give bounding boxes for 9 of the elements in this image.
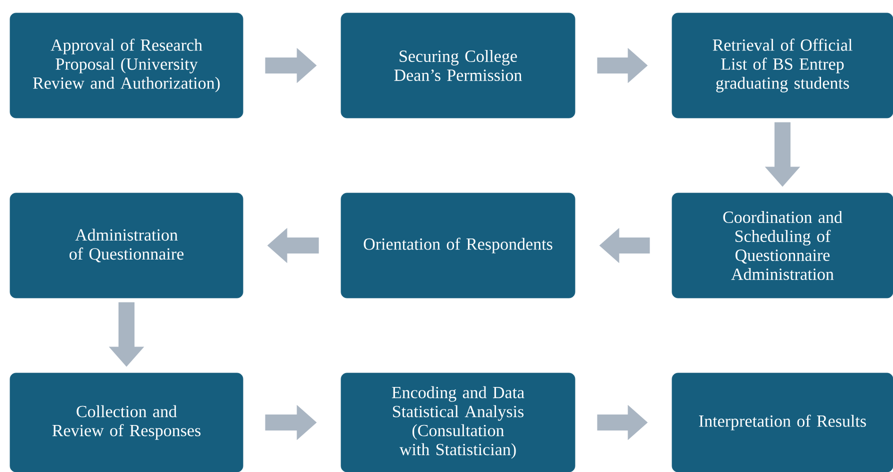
process-box: Coordination and Scheduling of Questionnaire Administration	[672, 192, 893, 298]
process-box: Encoding and Data Statistical Analysis (Consultation with Statistician)	[340, 372, 576, 472]
process-box: Administration of Questionnaire	[10, 192, 244, 298]
process-box: Orientation of Respondents	[340, 192, 576, 298]
process-box: Retrieval of Official List of BS Entrep graduating students	[672, 12, 893, 118]
process-box: Securing College Dean’s Permission	[340, 12, 576, 118]
process-box: Approval of Research Proposal (University Review and Authorization)	[10, 12, 244, 118]
process-box: Interpretation of Results	[672, 372, 893, 472]
process-box: Collection and Review of Responses	[10, 372, 244, 472]
